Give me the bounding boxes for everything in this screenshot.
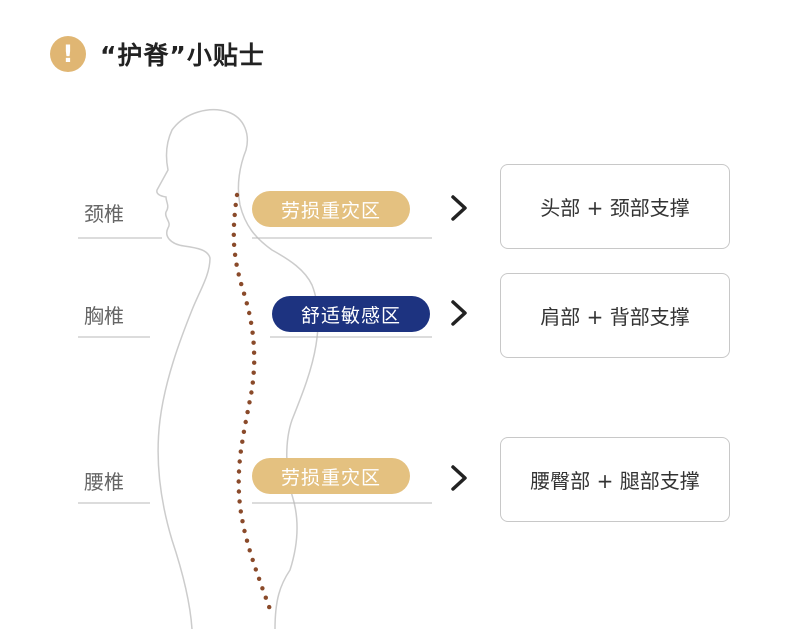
spine-dot <box>238 459 242 463</box>
spine-dot <box>233 253 237 257</box>
zone-badge-lumbar: 劳损重灾区 <box>252 458 410 494</box>
spine-dot <box>257 577 261 581</box>
spine-dot <box>232 233 236 237</box>
spine-dot <box>237 499 241 503</box>
spine-dot <box>239 449 243 453</box>
spine-dot <box>247 311 251 315</box>
spine-dot <box>245 410 249 414</box>
spine-dot <box>252 361 256 365</box>
label-cervical: 颈椎 <box>84 198 124 227</box>
spine-dot <box>239 509 243 513</box>
spine-dot <box>232 223 236 227</box>
spine-dot <box>267 605 271 609</box>
spine-dot <box>249 390 253 394</box>
spine-dot <box>237 479 241 483</box>
chevron-right-icon <box>448 299 470 327</box>
spine-dot <box>234 203 238 207</box>
support-box-cervical: 头部 + 颈部支撑 <box>500 164 730 249</box>
support-box-thoracic: 肩部 + 背部支撑 <box>500 273 730 358</box>
spine-dot <box>247 400 251 404</box>
spine-dot <box>251 380 255 384</box>
spine-dot <box>237 489 241 493</box>
chevron-right-icon <box>448 464 470 492</box>
spine-dot <box>240 440 244 444</box>
spine-dot <box>237 469 241 473</box>
chevron-right-icon <box>448 194 470 222</box>
spine-dot <box>242 292 246 296</box>
spine-dot <box>248 548 252 552</box>
zone-badge-cervical: 劳损重灾区 <box>252 191 410 227</box>
spine-dot <box>252 351 256 355</box>
spine-dot <box>242 529 246 533</box>
spine-dot <box>233 213 237 217</box>
spine-dot <box>251 341 255 345</box>
spine-dot <box>260 586 264 590</box>
body-silhouette <box>157 110 318 629</box>
label-lumbar: 腰椎 <box>84 466 124 495</box>
zone-badge-thoracic: 舒适敏感区 <box>272 296 430 332</box>
spine-dot <box>245 539 249 543</box>
spine-dot <box>237 272 241 276</box>
spine-dot <box>250 331 254 335</box>
spine-dot <box>244 420 248 424</box>
spine-dot <box>242 430 246 434</box>
spine-dot <box>252 371 256 375</box>
spine-dot <box>264 596 268 600</box>
label-thoracic: 胸椎 <box>84 300 124 329</box>
spine-dots <box>232 193 272 610</box>
spine-dot <box>254 567 258 571</box>
spine-dot <box>239 282 243 286</box>
spine-dot <box>232 243 236 247</box>
spine-dot <box>245 301 249 305</box>
spine-dot <box>251 558 255 562</box>
spine-dot <box>249 321 253 325</box>
spine-dot <box>240 519 244 523</box>
spine-dot <box>235 193 239 197</box>
support-box-lumbar: 腰臀部 + 腿部支撑 <box>500 437 730 522</box>
spine-dot <box>234 263 238 267</box>
